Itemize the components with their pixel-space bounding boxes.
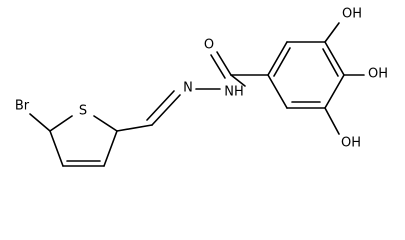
molecule-canvas: Br S N NH O OH OH OH xyxy=(15,7,388,167)
atom-br: Br xyxy=(15,99,30,114)
bond-c3-c2 xyxy=(103,130,118,167)
atom-oh-right: OH xyxy=(368,67,388,82)
bond-ch-n-double-b xyxy=(146,90,175,121)
bond-b3-b4 xyxy=(324,41,345,76)
bond-b3-oh-top xyxy=(324,22,340,43)
bond-b4-b5 xyxy=(324,74,345,109)
atom-oh-bottom: OH xyxy=(341,136,361,151)
atom-oh-top: OH xyxy=(342,7,362,22)
bond-b5-oh-bottom xyxy=(324,107,340,135)
bond-b1-b2 xyxy=(267,41,288,76)
atom-s: S xyxy=(79,104,87,119)
bond-b3-b4-double xyxy=(322,48,339,77)
bond-c5-s xyxy=(49,115,73,132)
bond-nh-carbonyl xyxy=(230,74,246,87)
thiophene-ring xyxy=(49,115,118,167)
bond-c5-br xyxy=(29,113,51,132)
bond-carbonyl-o-a xyxy=(216,51,232,76)
atom-o-carbonyl: O xyxy=(204,38,214,53)
benzene-ring xyxy=(267,41,345,109)
atom-n-imine: N xyxy=(183,81,193,96)
bond-carbonyl-o-b xyxy=(210,54,226,79)
bond-c2-ch xyxy=(116,124,153,132)
bond-c5-c4 xyxy=(49,130,64,167)
atom-nh: NH xyxy=(224,85,244,100)
molecule-structure: Br S N NH O OH OH OH xyxy=(15,7,388,167)
bond-b1-b2-double xyxy=(273,47,291,77)
bond-ch-n-double-a xyxy=(151,94,181,126)
bond-b6-b1 xyxy=(267,74,288,109)
bond-s-c2 xyxy=(93,115,118,132)
